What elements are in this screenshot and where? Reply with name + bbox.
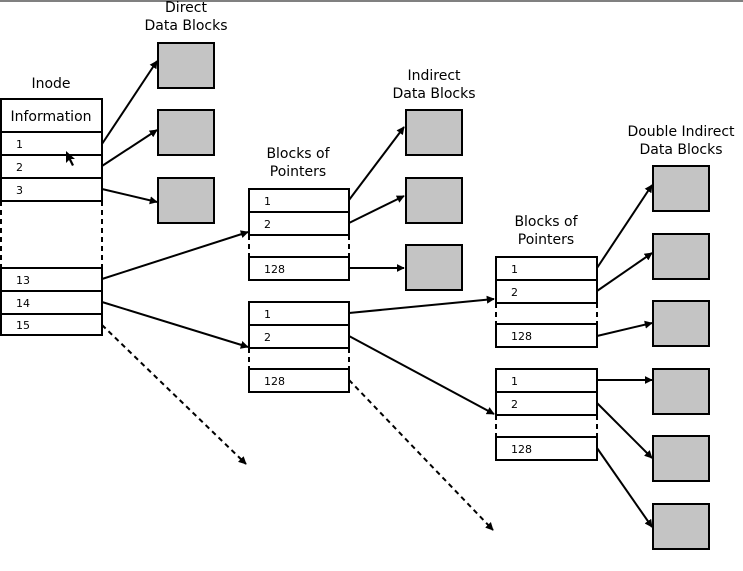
inode-table: Information 1 2 3 13 14 15 (0, 98, 103, 336)
inode-entry-2-label: 2 (16, 161, 23, 174)
pointer-c-entry-2-label: 2 (511, 286, 518, 299)
pointer-block-d: 1 2 128 (495, 368, 598, 461)
pointer-c-entry-128-label: 128 (511, 330, 532, 343)
double-indirect-data-block (652, 233, 710, 280)
arrow-b2-to-d (348, 335, 495, 415)
double-indirect-data-block (652, 435, 710, 482)
arrow-direct-3 (101, 188, 158, 205)
inode-information-label: Information (10, 109, 91, 125)
double-indirect-label-line2: Data Blocks (639, 142, 722, 158)
arrow-indirect-1 (348, 126, 405, 201)
pointer-block-c: 1 2 128 (495, 256, 598, 348)
pointer-d-entry-2-label: 2 (511, 398, 518, 411)
direct-data-block (157, 109, 215, 156)
pointer-d-entry-1-label: 1 (511, 375, 518, 388)
indirect-data-block (405, 109, 463, 156)
inode-entry-15 (0, 313, 103, 336)
pointers1-label-line1: Blocks of (266, 146, 330, 162)
pointer-d-entry-128-label: 128 (511, 443, 532, 456)
arrow-direct-2 (101, 129, 158, 167)
pointer-a-entry-2 (248, 211, 350, 236)
pointers2-label-line1: Blocks of (514, 214, 578, 230)
pointers2-label-line2: Pointers (518, 232, 574, 248)
inode-entry-15-label: 15 (16, 319, 30, 332)
arrow-c128 (596, 320, 653, 337)
arrow-direct-1 (101, 60, 158, 145)
arrow-c1 (596, 184, 653, 269)
arrow-triple-indirect-dashed (101, 324, 247, 465)
arrow-double-indirect (101, 301, 249, 349)
double-indirect-data-block (652, 368, 710, 415)
double-indirect-data-block (652, 165, 710, 212)
double-indirect-data-block (652, 503, 710, 550)
indirect-label-line1: Indirect (407, 68, 461, 84)
direct-label-line1: Direct (165, 0, 207, 16)
pointers1-label-line2: Pointers (270, 164, 326, 180)
arrow-c2 (596, 252, 653, 292)
double-indirect-label-line1: Double Indirect (627, 124, 735, 140)
arrow-d128 (596, 447, 653, 528)
indirect-label-line2: Data Blocks (392, 86, 475, 102)
pointer-b-entry-2-label: 2 (264, 331, 271, 344)
pointer-block-a: 1 2 128 (248, 188, 350, 281)
pointer-a-entry-128-label: 128 (264, 263, 285, 276)
indirect-data-block (405, 177, 463, 224)
arrow-single-indirect (101, 230, 249, 280)
indirect-data-block (405, 244, 463, 291)
mouse-cursor-icon (66, 151, 75, 166)
arrow-b1-to-c (348, 295, 495, 314)
direct-data-block (157, 42, 215, 89)
pointer-a-entry-2-label: 2 (264, 218, 271, 231)
double-indirect-data-block (652, 300, 710, 347)
arrow-b128-dashed (348, 379, 494, 531)
pointer-b-entry-128-label: 128 (264, 375, 285, 388)
arrow-indirect-2 (348, 195, 405, 224)
direct-label-line2: Data Blocks (144, 18, 227, 34)
inode-entry-13-label: 13 (16, 274, 30, 287)
arrow-d2 (596, 402, 653, 459)
inode-entry-14-label: 14 (16, 297, 30, 310)
pointer-a-entry-1-label: 1 (264, 195, 271, 208)
inode-entry-3-label: 3 (16, 184, 23, 197)
direct-data-block (157, 177, 215, 224)
pointer-block-b: 1 2 128 (248, 301, 350, 393)
inode-entry-1-label: 1 (16, 138, 23, 151)
pointer-b-entry-1-label: 1 (264, 308, 271, 321)
pointer-c-entry-2 (495, 279, 598, 304)
inode-label: Inode (31, 76, 70, 92)
pointer-c-entry-1-label: 1 (511, 263, 518, 276)
